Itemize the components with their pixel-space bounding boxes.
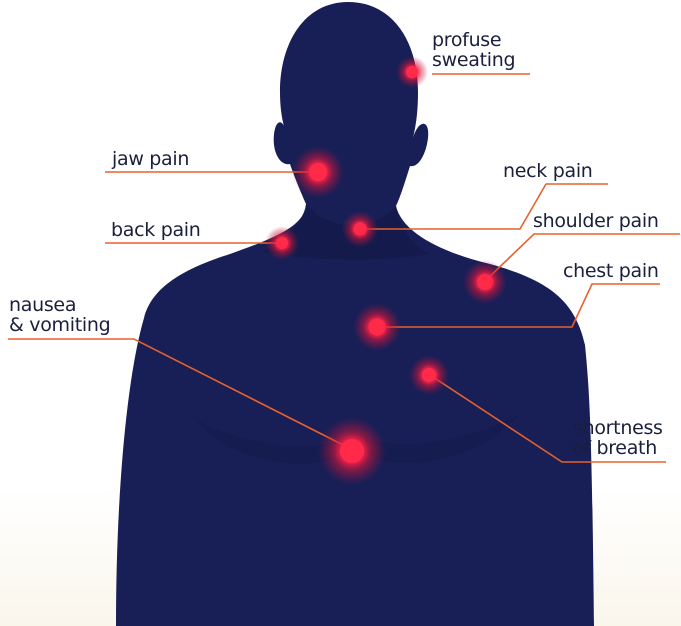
- nausea-vomiting-spot: [318, 417, 386, 485]
- shortness-of-breath-label-line-2: of breath: [573, 438, 663, 458]
- chest-pain-label: chest pain: [563, 261, 659, 281]
- nausea-vomiting-label: nausea & vomiting: [9, 295, 110, 335]
- jaw-pain-spot: [292, 146, 344, 198]
- profuse-sweating-label: profuse sweating: [432, 30, 515, 70]
- profuse-sweating-spot: [396, 56, 428, 88]
- neck-pain-spot: [342, 211, 378, 247]
- chest-pain-label-line-1: chest pain: [563, 261, 659, 281]
- chest-pain-spot: [353, 303, 401, 351]
- back-pain-label-line-1: back pain: [111, 220, 201, 240]
- shortness-of-breath-label: shortness of breath: [573, 418, 663, 458]
- shortness-of-breath-label-line-1: shortness: [573, 418, 663, 438]
- back-pain-spot: [265, 226, 299, 260]
- profuse-sweating-label-line-2: sweating: [432, 50, 515, 70]
- neck-pain-label-line-1: neck pain: [503, 161, 593, 181]
- shoulder-pain-label-line-1: shoulder pain: [533, 211, 659, 231]
- jaw-pain-label: jaw pain: [112, 149, 189, 169]
- shoulder-pain-spot: [463, 260, 507, 304]
- shortness-of-breath-spot: [409, 355, 449, 395]
- profuse-sweating-label-line-1: profuse: [432, 30, 515, 50]
- back-pain-label: back pain: [111, 220, 201, 240]
- shoulder-pain-label: shoulder pain: [533, 211, 659, 231]
- nausea-vomiting-label-line-1: nausea: [9, 295, 110, 315]
- body-silhouette: [116, 2, 594, 626]
- jaw-pain-label-line-1: jaw pain: [112, 149, 189, 169]
- neck-pain-label: neck pain: [503, 161, 593, 181]
- nausea-vomiting-label-line-2: & vomiting: [9, 315, 110, 335]
